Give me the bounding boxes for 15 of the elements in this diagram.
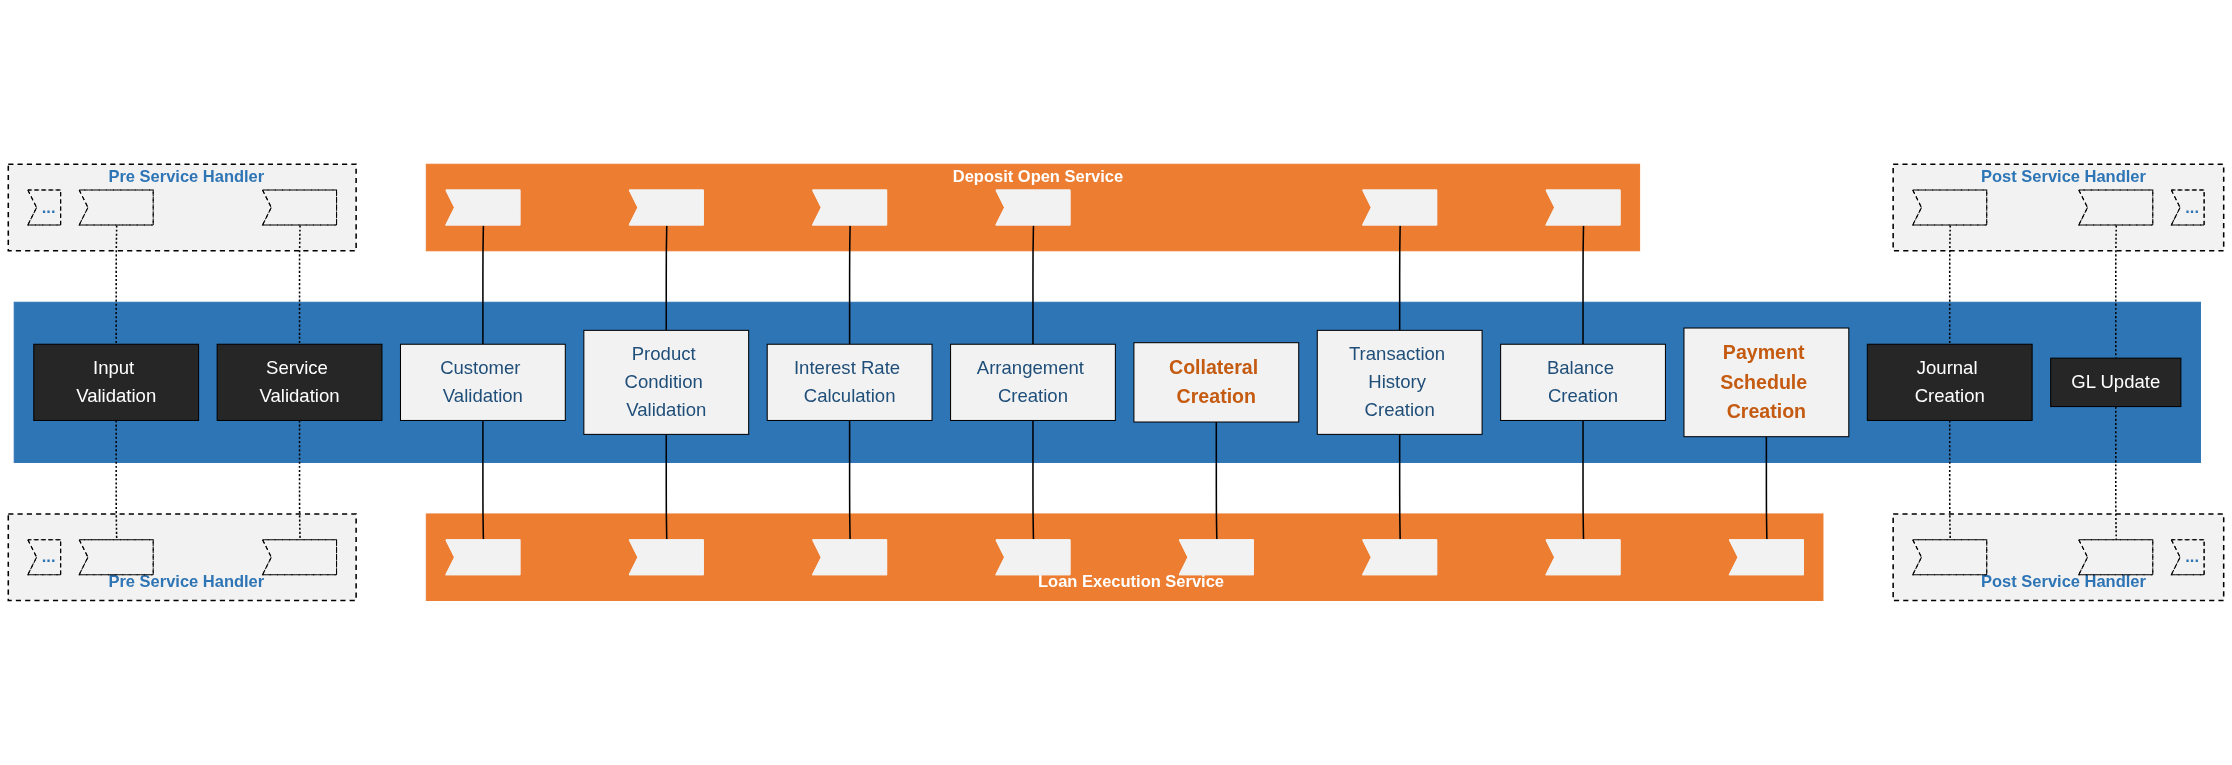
node-box: Journal Creation bbox=[1866, 343, 2033, 422]
node-box: Customer Validation bbox=[400, 343, 566, 422]
node-box: GL Update bbox=[2050, 357, 2182, 408]
node-box: Balance Creation bbox=[1500, 343, 1666, 422]
node-box: Arrangement Creation bbox=[950, 343, 1116, 422]
cluster: Loan Execution Service bbox=[425, 513, 1824, 602]
node-box: Service Validation bbox=[216, 343, 383, 422]
node-box: Input Validation bbox=[33, 343, 200, 422]
node-box: Payment Schedule Creation bbox=[1683, 327, 1850, 438]
node-box: Collateral Creation bbox=[1133, 342, 1300, 423]
node-box: Interest Rate Calculation bbox=[766, 343, 933, 422]
cluster: Deposit Open Service bbox=[425, 163, 1641, 252]
node-box: Transaction History Creation bbox=[1316, 329, 1483, 436]
cluster bbox=[13, 301, 2201, 464]
node-box: Product Condition Validation bbox=[583, 329, 750, 436]
